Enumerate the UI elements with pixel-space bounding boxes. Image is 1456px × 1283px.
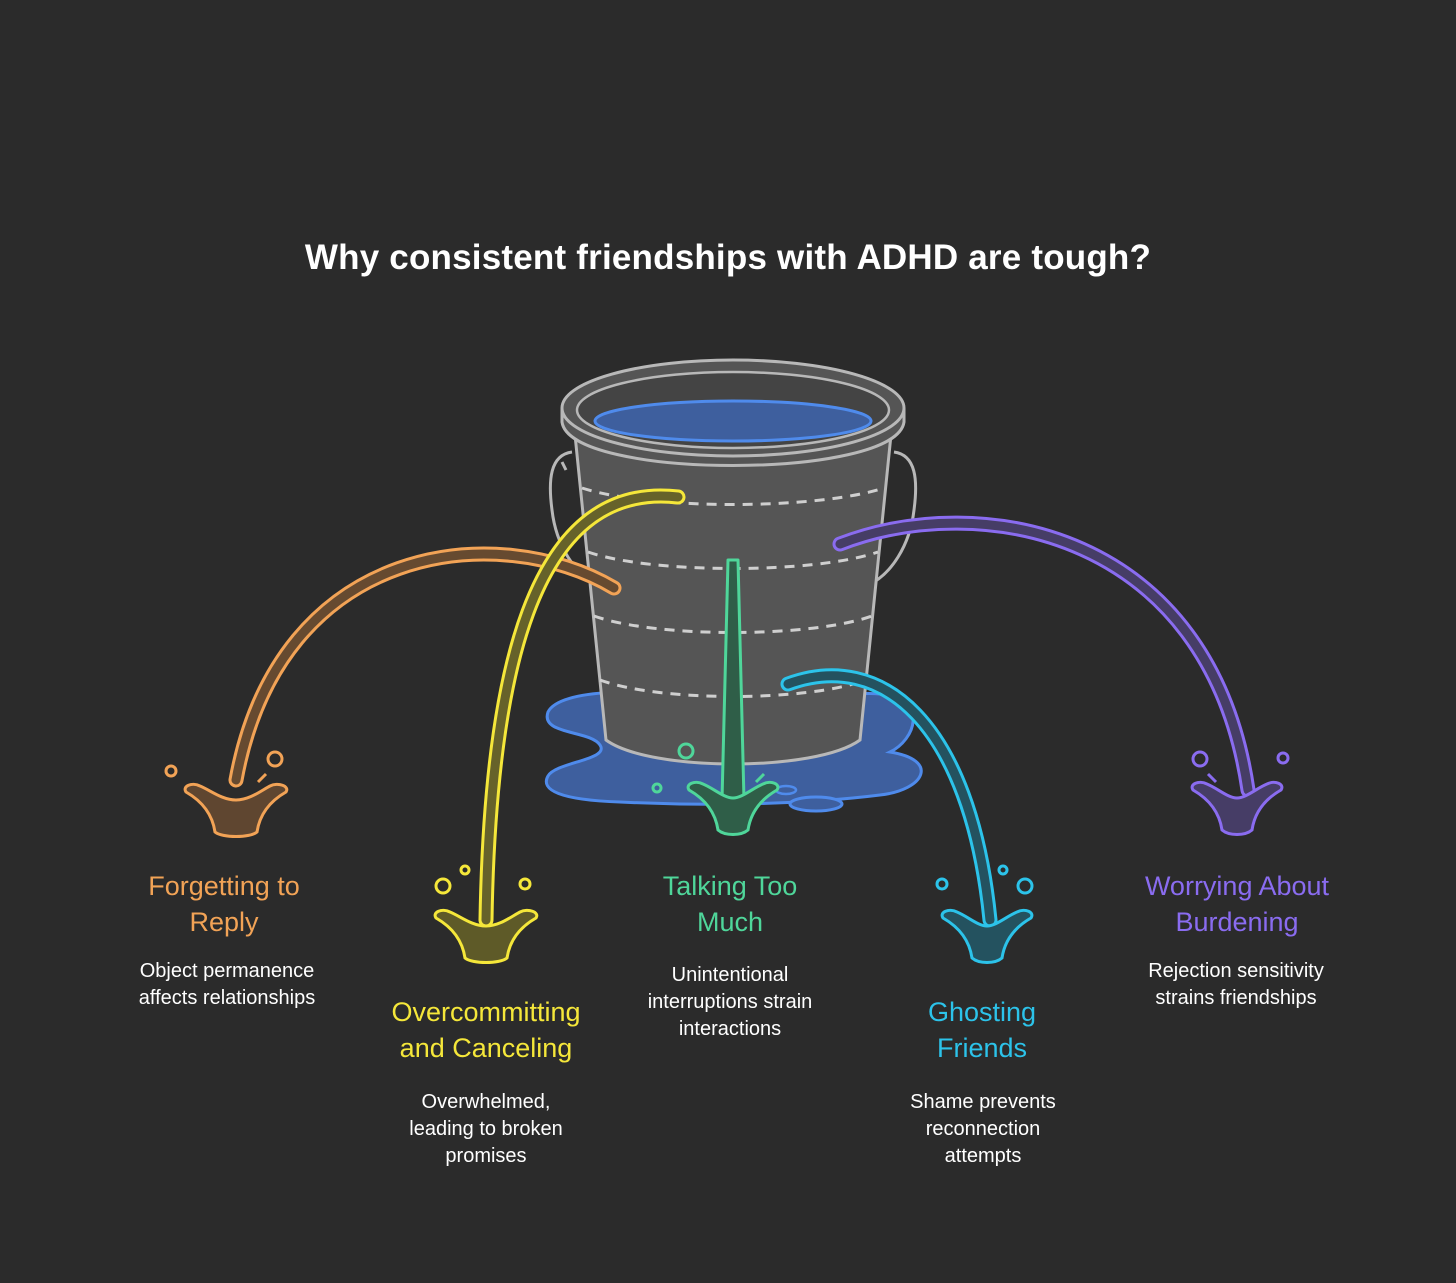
item-title-line: Friends [852,1030,1112,1066]
leak-stream-orange [236,554,614,780]
item-title-line: Burdening [1107,904,1367,940]
item-desc-worrying: Rejection sensitivity strains friendship… [1116,958,1356,1012]
item-desc-overcommitting: Overwhelmed, leading to broken promises [366,1089,606,1170]
item-desc-line: Overwhelmed, [366,1089,606,1116]
item-desc-line: interruptions strain [610,989,850,1016]
item-desc-line: interactions [610,1016,850,1043]
item-desc-forgetting: Object permanence affects relationships [107,958,347,1012]
item-title-line: Worrying About [1107,868,1367,904]
item-desc-line: reconnection [863,1116,1103,1143]
item-title-ghosting: Ghosting Friends [852,994,1112,1066]
item-desc-ghosting: Shame prevents reconnection attempts [863,1089,1103,1170]
item-desc-talking: Unintentional interruptions strain inter… [610,962,850,1043]
item-desc-line: Shame prevents [863,1089,1103,1116]
item-title-line: and Canceling [356,1030,616,1066]
leak-stream-purple [840,523,1248,790]
item-title-line: Reply [94,904,354,940]
item-desc-line: promises [366,1143,606,1170]
item-desc-line: Object permanence [107,958,347,985]
page-title: Why consistent friendships with ADHD are… [0,238,1456,278]
item-desc-line: Unintentional [610,962,850,989]
item-title-talking: Talking Too Much [600,868,860,940]
item-title-line: Talking Too [600,868,860,904]
item-desc-line: leading to broken [366,1116,606,1143]
item-title-line: Ghosting [852,994,1112,1030]
item-title-worrying: Worrying About Burdening [1107,868,1367,940]
item-title-line: Forgetting to [94,868,354,904]
item-desc-line: Rejection sensitivity [1116,958,1356,985]
item-title-forgetting: Forgetting to Reply [94,868,354,940]
item-desc-line: attempts [863,1143,1103,1170]
item-desc-line: strains friendships [1116,985,1356,1012]
item-title-line: Overcommitting [356,994,616,1030]
splash-orange-icon [166,752,287,837]
item-title-line: Much [600,904,860,940]
item-desc-line: affects relationships [107,985,347,1012]
item-title-overcommitting: Overcommitting and Canceling [356,994,616,1066]
